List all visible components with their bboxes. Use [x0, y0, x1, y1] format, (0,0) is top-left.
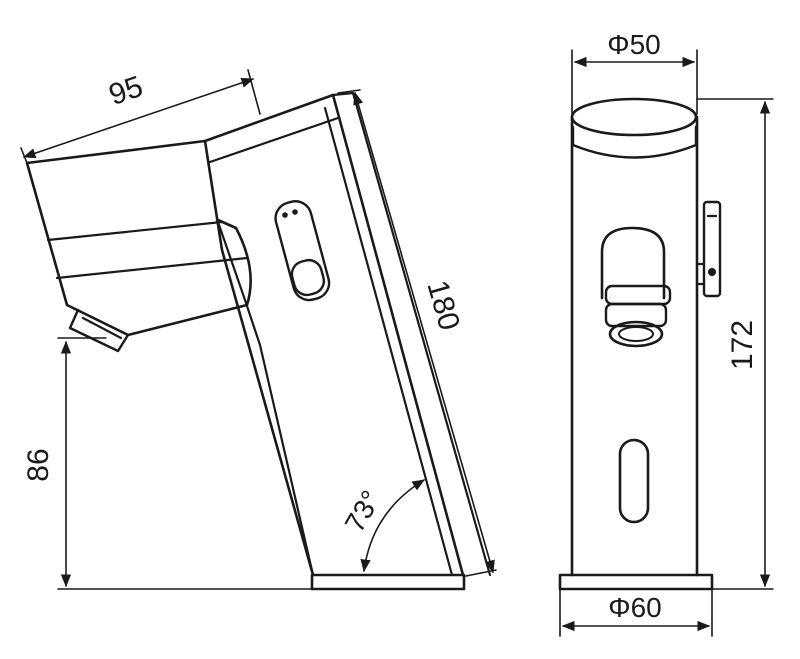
- side-view: 95 180 86 73°: [20, 69, 497, 591]
- side-tilted-body: [203, 91, 492, 577]
- dimension-outlet-height: 86: [22, 337, 313, 590]
- front-base-plate: [558, 573, 714, 591]
- spout-length-label: 95: [105, 70, 147, 112]
- front-height-label: 172: [726, 320, 759, 370]
- front-view: Φ50 172 Φ60: [558, 29, 774, 637]
- dimension-top-diameter: Φ50: [571, 29, 698, 115]
- top-diameter-label: Φ50: [607, 29, 660, 60]
- side-base-plate: [310, 573, 466, 591]
- front-cylinder-body: [570, 97, 699, 577]
- body-angle-label: 73°: [339, 485, 387, 537]
- side-height-label: 180: [420, 277, 466, 334]
- front-sensor-window: [618, 438, 650, 524]
- side-spout-head: [25, 139, 252, 353]
- base-diameter-label: Φ60: [608, 592, 661, 623]
- dimension-body-angle: 73°: [339, 479, 426, 573]
- outlet-height-label: 86: [22, 448, 55, 481]
- dimension-front-height: 172: [696, 98, 774, 590]
- side-sensor-window: [274, 200, 331, 302]
- front-outlet-nozzle: [600, 226, 672, 348]
- front-side-lever: [695, 200, 722, 298]
- dimension-base-diameter: Φ60: [559, 588, 713, 637]
